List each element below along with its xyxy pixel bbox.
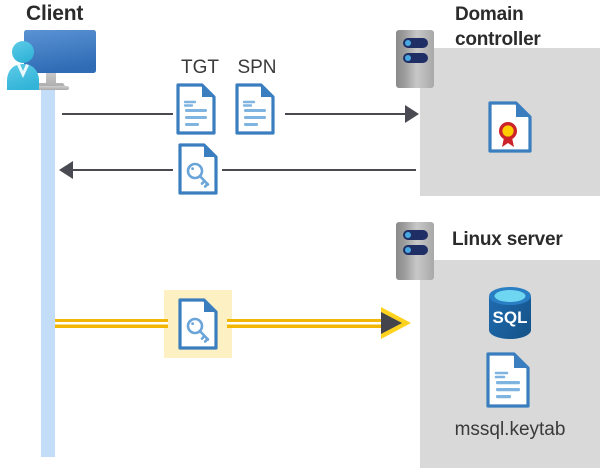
rack-led: [403, 230, 428, 240]
response-arrowhead-left-icon: [59, 161, 73, 179]
tgt-label: TGT: [181, 57, 219, 78]
linux-server-label: Linux server: [452, 229, 563, 250]
response-arrow-segment: [73, 169, 173, 171]
spn-label: SPN: [237, 57, 277, 78]
key-document-icon-highlighted: [178, 298, 218, 350]
domain-controller-rack-icon: [396, 30, 434, 88]
rack-led: [403, 245, 428, 255]
rack-led: [403, 53, 428, 63]
keytab-filename-label: mssql.keytab: [454, 419, 566, 440]
domain-controller-label: Domain controller: [455, 2, 541, 52]
tgt-document-icon: [176, 83, 216, 135]
client-workstation-icon: [6, 28, 102, 96]
rack-led: [403, 38, 428, 48]
request-arrow-segment: [285, 113, 417, 115]
request-arrowhead-right-icon: [405, 105, 419, 123]
certificate-document-icon: [488, 101, 532, 153]
authenticate-arrow-segment: [227, 319, 387, 328]
authenticate-arrow-segment: [55, 319, 168, 328]
sql-database-icon: SQL: [483, 285, 537, 341]
sql-text: SQL: [493, 308, 528, 327]
domain-controller-label-line1: Domain: [455, 4, 524, 25]
authenticate-arrowhead-inner-icon: [381, 312, 402, 334]
linux-server-rack-icon: [396, 222, 434, 280]
spn-document-icon: [235, 83, 275, 135]
response-arrow-segment: [222, 169, 416, 171]
keytab-document-icon: [486, 352, 530, 408]
client-label: Client: [26, 2, 84, 25]
key-document-icon: [178, 143, 218, 195]
client-lifeline: [41, 85, 55, 457]
domain-controller-label-line2: controller: [455, 29, 541, 50]
request-arrow-segment: [62, 113, 173, 115]
